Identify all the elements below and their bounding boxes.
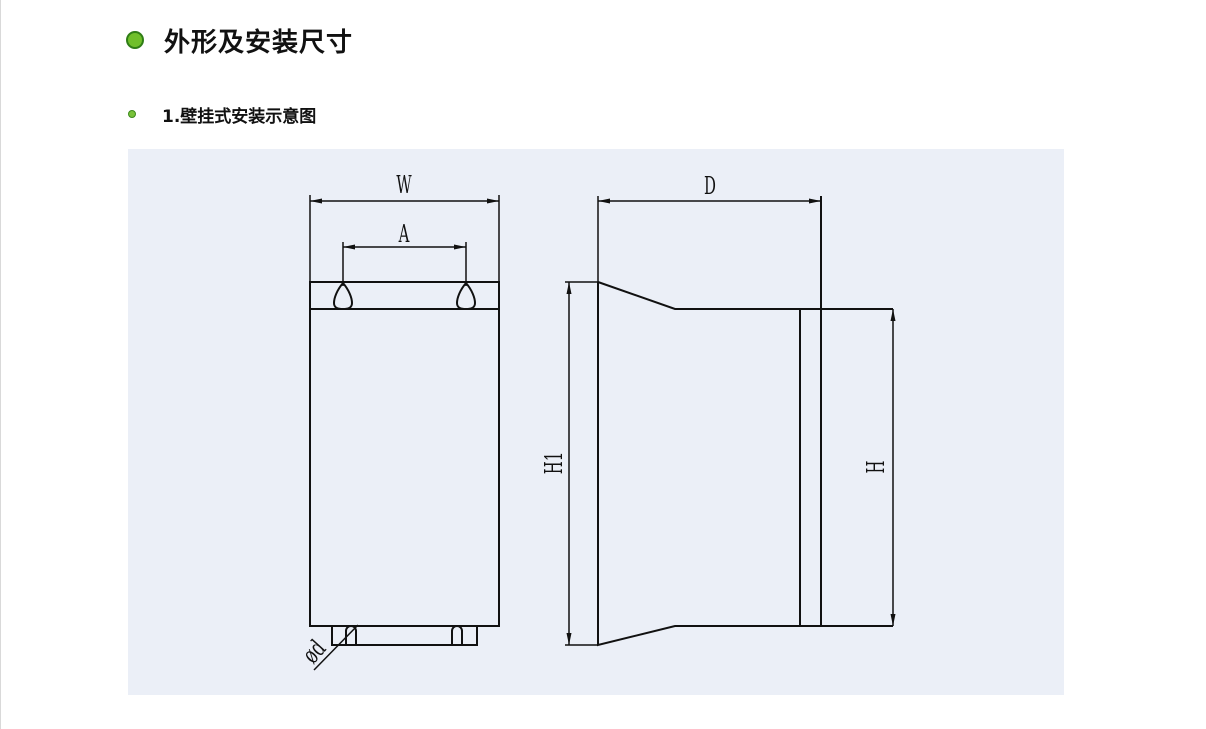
bottom-bracket [331,626,478,646]
w-arrow-right-icon [487,198,499,204]
diameter-leader-line [313,624,359,671]
green-bullet-icon [126,31,144,49]
bottom-slot-left [345,625,357,645]
subsection-title: 1.壁挂式安装示意图 [162,106,317,127]
small-green-bullet-icon [128,110,136,118]
w-arrow-left-icon [310,198,322,204]
subsection-heading: 1.壁挂式安装示意图 [128,100,316,128]
label-w: W [396,170,412,199]
front-body-outline [309,281,500,627]
bottom-slot-right [451,625,463,645]
d-arrow-left-icon [598,198,610,204]
d-arrow-right-icon [809,198,821,204]
drawing-panel: W A D H1 H ød [128,149,1064,695]
keyhole-slot-right [455,281,477,311]
front-view [309,195,500,671]
label-a: A [398,219,410,248]
keyhole-slot-left [332,281,354,311]
a-arrow-right-icon [454,244,466,250]
label-hole-diameter: ød [297,635,332,669]
label-h1: H1 [539,452,568,474]
h1-arrow-bottom-icon [566,633,572,645]
wall-mount-drawing: W A D H1 H ød [297,170,896,671]
h-arrow-top-icon [890,309,896,321]
label-d: D [704,171,716,200]
section-heading: 外形及安装尺寸 [126,20,353,60]
side-top-edge [597,281,893,310]
label-h: H [861,461,890,474]
h1-arrow-top-icon [566,282,572,294]
left-border-rule [0,0,1,729]
a-arrow-left-icon [343,244,355,250]
dimension-labels: W A D H1 H ød [297,170,890,668]
section-title: 外形及安装尺寸 [164,27,354,58]
side-bottom-edge [597,282,893,647]
side-view [565,196,896,647]
h-arrow-bottom-icon [890,614,896,626]
